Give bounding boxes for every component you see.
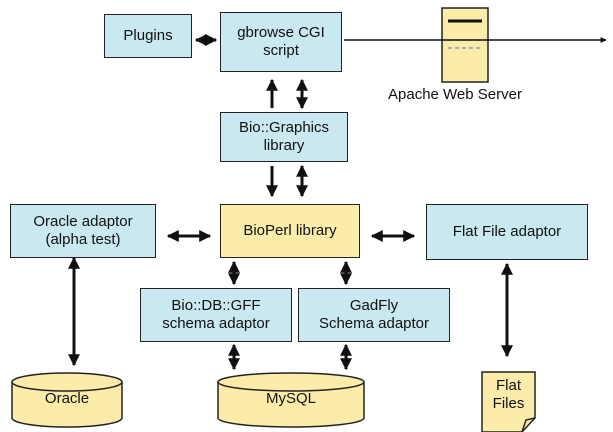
flat-file-adaptor-box: Flat File adaptor [426,204,588,260]
bio-db-gff-box: Bio::DB::GFF schema adaptor [140,288,292,342]
bio-graphics-label: Bio::Graphics library [238,119,330,154]
flat-file-adaptor-label: Flat File adaptor [452,223,562,240]
bio-db-gff-label: Bio::DB::GFF schema adaptor [162,297,270,332]
apache-server-icon [441,7,489,83]
oracle-database-icon [11,372,123,428]
gbrowse-cgi-label: gbrowse CGI script [237,24,325,59]
connectors [68,34,607,371]
plugins-label: Plugins [123,27,173,44]
gbrowse-cgi-box: gbrowse CGI script [220,12,342,72]
flat-files-label: Flat Files [492,377,525,412]
bio-graphics-box: Bio::Graphics library [220,112,348,162]
oracle-adaptor-box: Oracle adaptor (alpha test) [10,204,156,258]
oracle-db-label: Oracle [44,390,90,407]
flat-files-document-icon [481,371,536,432]
mysql-db-label: MySQL [265,390,316,407]
apache-server-label: Apache Web Server [388,86,522,103]
bioperl-library-label: BioPerl library [243,222,337,239]
gadfly-label: GadFly Schema adaptor [318,297,430,332]
bioperl-library-box: BioPerl library [220,204,360,258]
oracle-adaptor-label: Oracle adaptor (alpha test) [33,213,133,248]
mysql-database-icon [217,372,365,428]
plugins-box: Plugins [104,14,192,58]
gadfly-box: GadFly Schema adaptor [298,288,450,342]
